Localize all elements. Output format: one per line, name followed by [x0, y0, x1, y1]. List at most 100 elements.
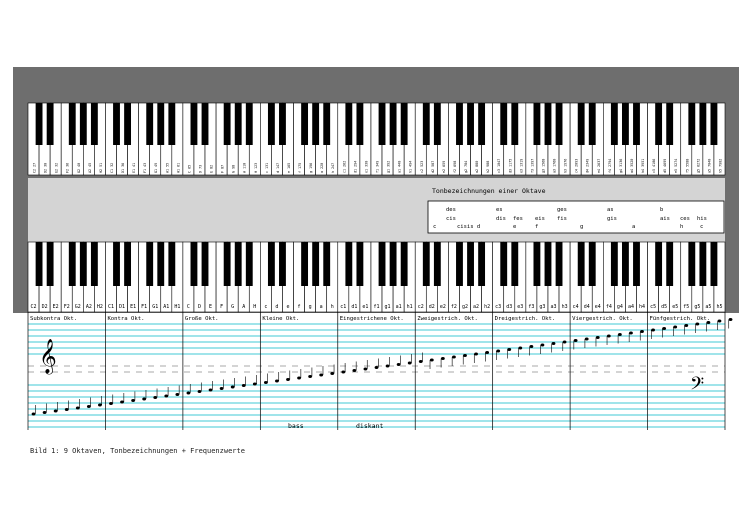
top-black-key [511, 103, 519, 145]
top-key-label: f4 2794 [608, 159, 612, 173]
note-head [319, 373, 324, 377]
bottom-black-key [79, 242, 87, 286]
octave-note-name: c [700, 224, 703, 230]
bottom-key-label: c4 [573, 304, 579, 310]
scale-note [673, 325, 678, 336]
top-black-key [146, 103, 154, 145]
top-black-key [79, 103, 87, 145]
scale-note [208, 381, 213, 392]
note-head [208, 388, 213, 392]
bottom-black-key [666, 242, 674, 286]
note-head [230, 385, 235, 389]
bottom-black-key [345, 242, 353, 286]
bottom-key-label: h4 [639, 304, 645, 310]
bottom-key-label: H [253, 304, 256, 310]
octave-note-name: cis [446, 216, 456, 222]
note-head [297, 376, 301, 380]
top-black-key [68, 103, 76, 145]
top-key-label: d2 587 [431, 161, 435, 173]
note-head [518, 346, 523, 350]
bottom-key-label: C1 [108, 304, 114, 310]
bottom-key-label: f [298, 304, 301, 310]
octave-note-name: his [697, 216, 707, 222]
note-head [474, 352, 478, 356]
figure-caption: Bild 1: 9 Oktaven, Tonbezeichnungen + Fr… [30, 447, 245, 455]
scale-note [153, 388, 158, 399]
top-black-key [223, 103, 231, 145]
bottom-key-label: e1 [362, 304, 368, 310]
scale-note [606, 334, 611, 345]
note-head [142, 397, 147, 401]
top-key-label: E1 41 [132, 163, 136, 173]
bottom-black-key [245, 242, 253, 286]
top-key-label: D1 36 [121, 163, 125, 173]
note-head [197, 390, 202, 393]
bottom-key-label: e2 [440, 304, 446, 310]
top-black-key [323, 103, 331, 145]
scale-note [617, 333, 622, 344]
bottom-key-label: E1 [130, 304, 136, 310]
scale-note [219, 379, 224, 390]
bottom-black-key [356, 242, 364, 286]
bottom-black-key [544, 242, 552, 286]
scale-note [485, 351, 490, 362]
top-key-label: F2 36 [66, 163, 70, 173]
top-key-label: G 98 [232, 165, 236, 173]
bottom-key-label: G2 [75, 304, 81, 310]
top-key-label: A 110 [243, 163, 247, 173]
top-key-label: c 131 [265, 163, 269, 173]
bottom-black-key [621, 242, 629, 286]
top-black-key [312, 103, 320, 145]
bottom-key-label: a3 [551, 304, 557, 310]
bottom-black-key [610, 242, 618, 286]
bottom-key-label: c1 [340, 304, 346, 310]
bottom-key-label: e4 [595, 304, 601, 310]
top-black-key [234, 103, 242, 145]
bottom-black-key [456, 242, 463, 286]
bottom-key-label: D2 [42, 304, 48, 310]
note-head [429, 358, 434, 362]
note-head [606, 334, 611, 338]
scale-note [440, 357, 445, 368]
top-key-label: C1 32 [110, 163, 114, 173]
scale-note [297, 369, 302, 380]
octave-note-name: ces [680, 216, 690, 222]
bottom-black-key [146, 242, 154, 286]
top-key-label: e2 659 [442, 161, 446, 173]
bottom-key-label: h1 [407, 304, 413, 310]
top-key-label: d 147 [276, 163, 280, 173]
bottom-key-label: C2 [31, 304, 37, 310]
top-key-label: a3 1760 [553, 159, 557, 173]
octave-label: Kontra Okt. [107, 316, 144, 322]
top-key-label: f1 349 [376, 161, 380, 173]
note-head [629, 331, 633, 335]
top-key-label: e 165 [287, 163, 291, 173]
scale-note [131, 391, 136, 402]
octave-note-name: h [680, 224, 683, 230]
top-black-key [389, 103, 397, 145]
bass-region-label: bass [288, 422, 304, 430]
scale-note [706, 321, 711, 332]
octave-note-name: fes [513, 216, 523, 222]
scale-note [728, 318, 733, 329]
note-head [42, 411, 47, 414]
octave-note-name: cisis d [457, 224, 480, 230]
note-head [219, 387, 224, 390]
bottom-key-label: d3 [506, 304, 512, 310]
note-head [175, 393, 180, 396]
scale-note [164, 387, 169, 398]
bottom-black-key [223, 242, 231, 286]
scale-note [462, 354, 467, 365]
bottom-black-key [655, 242, 663, 286]
bottom-black-key [633, 242, 640, 286]
bottom-black-key [157, 242, 165, 286]
bottom-black-key [279, 242, 286, 286]
top-key-label: C 65 [187, 165, 191, 173]
bottom-black-key [699, 242, 707, 286]
top-black-key [500, 103, 508, 145]
top-key-label: h2 988 [486, 161, 490, 173]
top-key-label: g1 392 [387, 161, 391, 173]
scale-note [319, 366, 324, 377]
top-black-key [433, 103, 441, 145]
